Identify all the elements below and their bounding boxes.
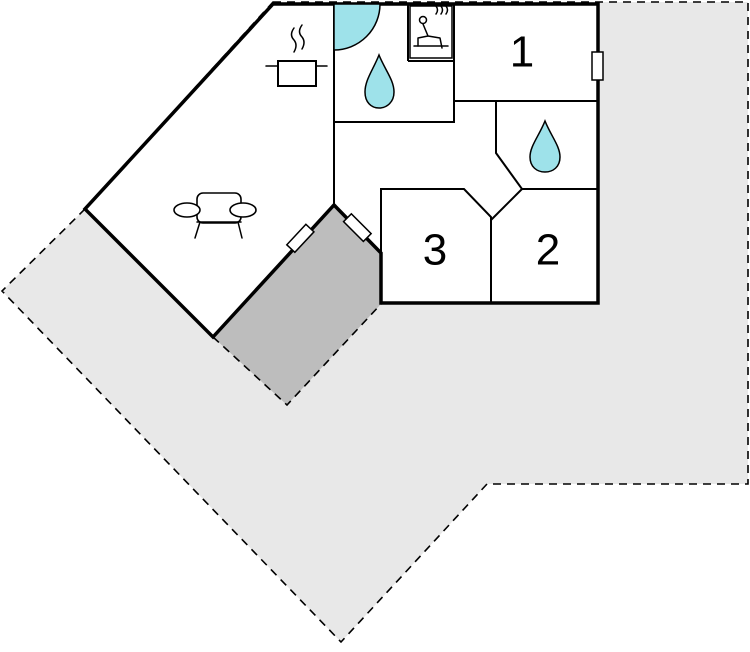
room-label-3: 3 — [423, 226, 447, 275]
sofa-icon — [173, 192, 257, 239]
window-porch-left — [285, 223, 315, 254]
shower-arc — [333, 3, 381, 51]
window-east — [591, 51, 604, 81]
water-drop-icon — [364, 52, 395, 109]
water-drop-icon — [529, 118, 561, 173]
covered-porch — [213, 205, 381, 405]
porch-dashed-edge — [212, 303, 382, 407]
sauna-icon — [409, 5, 453, 59]
cooking-pot-icon — [265, 24, 328, 87]
room-label-2: 2 — [536, 226, 560, 275]
room-label-1: 1 — [510, 28, 534, 77]
house-interior — [85, 4, 598, 337]
window-porch-right — [342, 212, 373, 243]
exterior-wall — [82, 2, 600, 340]
